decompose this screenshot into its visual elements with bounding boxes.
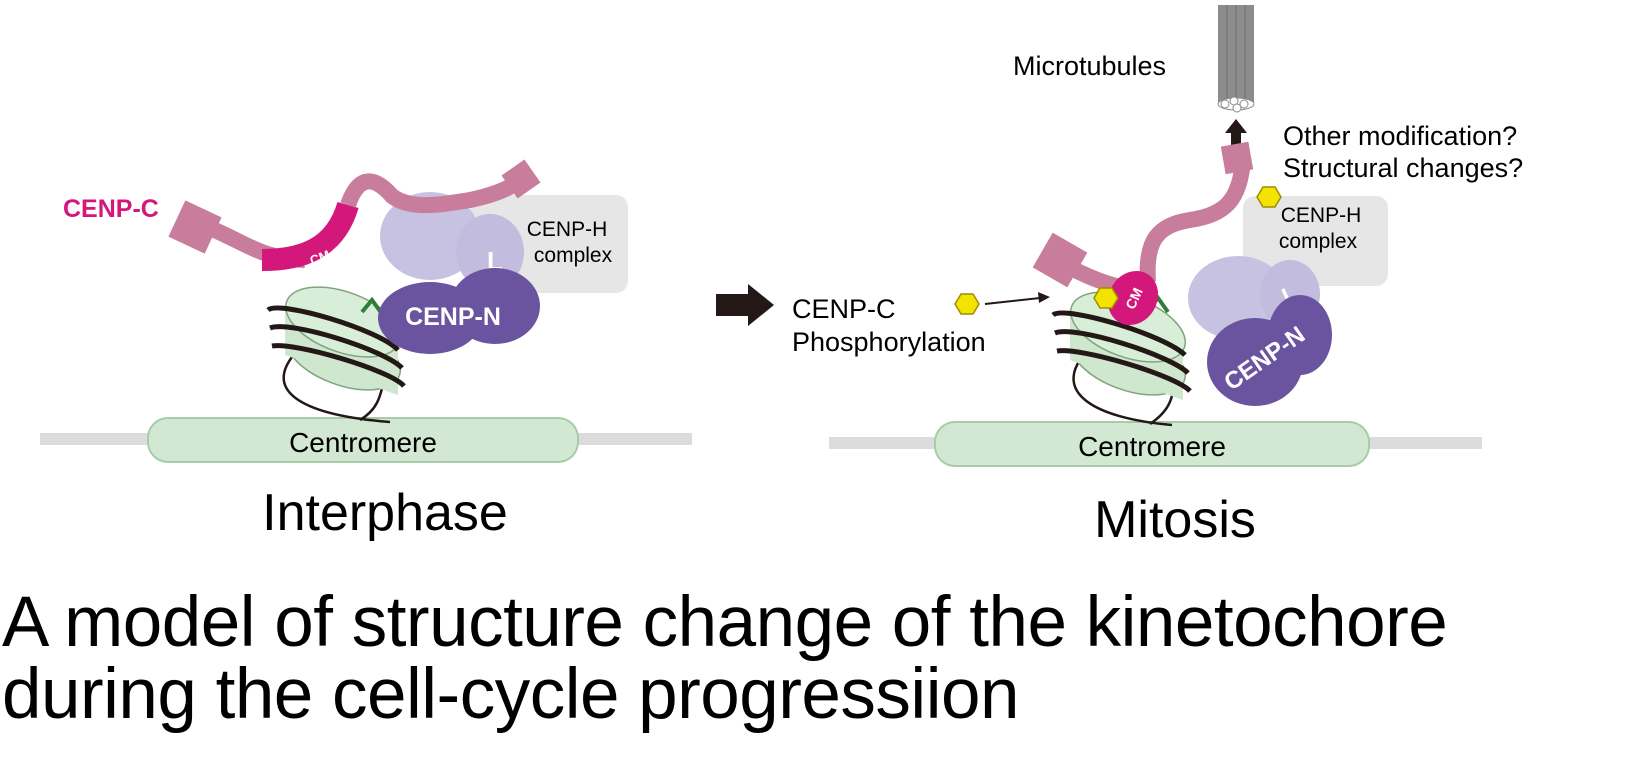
cenp-n (1207, 318, 1303, 406)
phospho-hexagon-icon (954, 293, 980, 315)
green-loop (360, 296, 384, 316)
cm-motif (261, 201, 359, 271)
question-label: Structural changes? (1283, 153, 1523, 183)
microtubule (1217, 5, 1255, 113)
centromere-label: Centromere (289, 427, 437, 458)
cm-label: CM (308, 247, 332, 268)
up-arrow (1225, 119, 1247, 146)
caption-line-2: during the cell-cycle progressiion (2, 655, 1019, 734)
cenp-n-label: CENP-N (405, 303, 501, 331)
cenp-c (1032, 141, 1254, 326)
lavender-subunit (380, 192, 480, 280)
cenp-h-label: CENP-H (527, 218, 608, 241)
dna-tail (1072, 349, 1173, 427)
transition-arrow (716, 284, 774, 326)
stage-label-mitosis: Mitosis (1094, 491, 1256, 549)
kinetochore-diagram: Centromere CENP-H complex L CENP-N (40, 5, 1523, 549)
phospho-label: Phosphorylation (792, 327, 986, 357)
caption-line-1: A model of structure change of the kinet… (2, 583, 1448, 662)
cm-motif (1107, 270, 1159, 326)
cenp-c-label: CENP-C (63, 195, 159, 223)
cenp-h-label: complex (534, 244, 613, 267)
cenp-h-label: complex (1279, 230, 1358, 253)
question-label: Other modification? (1283, 121, 1517, 151)
transition: CENP-C Phosphorylation (716, 284, 1050, 357)
cenp-c (168, 159, 541, 271)
nucleosome (1051, 291, 1192, 400)
stage-label-interphase: Interphase (262, 484, 508, 542)
cenp-n (378, 282, 482, 354)
phospho-hexagon-icon (1093, 287, 1119, 309)
phospho-label: CENP-C (792, 294, 896, 324)
cenp-h-label: CENP-H (1281, 204, 1362, 227)
phospho-pointer-head (1038, 292, 1050, 303)
centromere-label: Centromere (1078, 431, 1226, 462)
microtubules-label: Microtubules (1013, 51, 1166, 81)
mitosis-panel: Centromere Microtubules Other modificati… (829, 5, 1523, 549)
phospho-pointer (984, 297, 1041, 305)
nucleosome (266, 286, 406, 395)
phospho-hexagon-icon (1256, 186, 1282, 208)
interphase-panel: Centromere CENP-H complex L CENP-N (40, 159, 692, 542)
